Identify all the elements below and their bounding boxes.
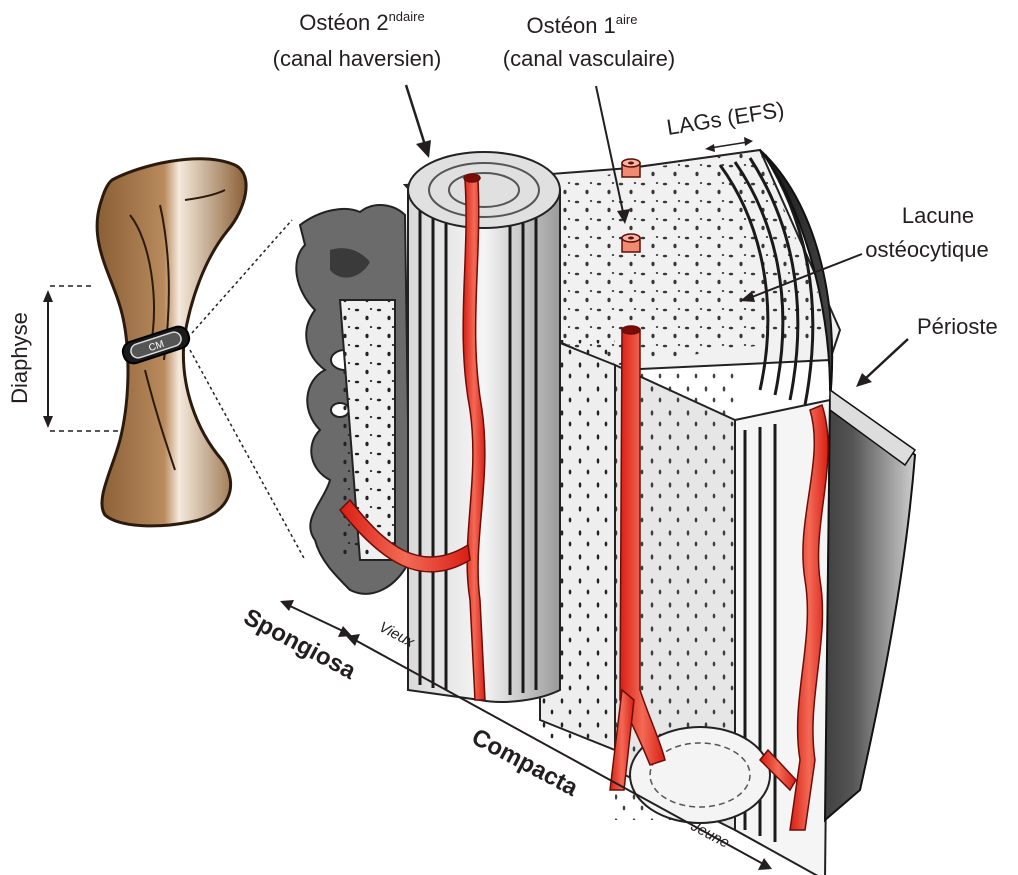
- osteon-1-label: Ostéon 1aire (canal vasculaire): [503, 12, 675, 71]
- osteon1-sub-text: (canal vasculaire): [503, 46, 675, 71]
- bone-illustration: CM Diaphyse: [7, 159, 246, 526]
- lacune-label-line1: Lacune: [902, 203, 974, 228]
- lacune-label-line2: ostéocytique: [865, 237, 989, 262]
- osteon-2-label: Ostéon 2ndaire (canal haversien): [273, 9, 442, 71]
- osteon2-main-text: Ostéon 2: [299, 10, 388, 35]
- osteon1-main-text: Ostéon 1: [527, 13, 616, 38]
- osteon2-sub-text: (canal haversien): [273, 46, 442, 71]
- diaphyse-label: Diaphyse: [7, 312, 32, 404]
- svg-text:Ostéon 1aire: Ostéon 1aire: [527, 12, 638, 38]
- osteon2-sup-text: ndaire: [389, 9, 425, 24]
- osteon1-sup-text: aire: [616, 12, 638, 27]
- spongiosa-label: Spongiosa: [239, 603, 361, 685]
- perioste-label: Périoste: [917, 314, 998, 339]
- svg-text:Ostéon 2ndaire: Ostéon 2ndaire: [299, 9, 424, 35]
- bone-cortex-block: [296, 150, 915, 875]
- lags-label: LAGs (EFS): [665, 97, 786, 140]
